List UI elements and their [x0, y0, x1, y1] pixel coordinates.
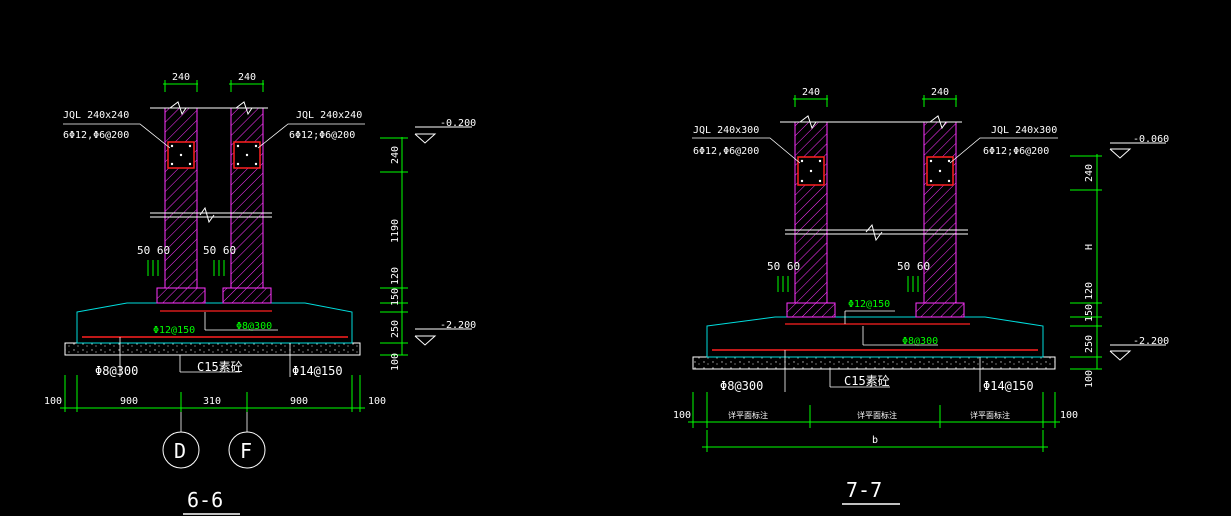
wall-left-7	[794, 121, 828, 304]
wall-base-right-7	[915, 302, 965, 318]
bottom-dim-6-4: 100	[368, 396, 386, 407]
bottom-dim-7-3: 详平面标注	[970, 410, 1010, 420]
section-6-6: 240 240 JQL 240x240 6Φ12,Φ6@200 JQL 240x…	[44, 72, 476, 515]
dim-150-7: 150	[1084, 304, 1095, 322]
section-title-7-7: 7-7	[846, 478, 882, 502]
bottom-dim-6-2: 310	[203, 396, 221, 407]
dim-150-6: 150	[390, 288, 401, 306]
concrete-label-6: C15素砼	[197, 360, 243, 374]
gravel-bed	[64, 342, 361, 356]
beam-left-rebar-7: 6Φ12,Φ6@200	[693, 146, 759, 157]
wall-right	[230, 107, 264, 289]
wall-left	[164, 107, 198, 289]
dim-240-7: 240	[1084, 164, 1095, 182]
axis-label-f: F	[240, 439, 252, 463]
rebar-mid-7: Φ8@300	[902, 336, 938, 347]
footing-outline	[76, 302, 353, 344]
offset-left-7: 50 60	[767, 260, 800, 273]
bottom-dim-6-0: 100	[44, 396, 62, 407]
rebar-bottom-right-6: Φ14@150	[292, 364, 343, 378]
beam-right-name-7: JQL 240x300	[991, 125, 1057, 136]
dim-120-6: 120	[390, 267, 401, 285]
wall-base-right	[222, 287, 272, 304]
wall-base-left-7	[786, 302, 836, 318]
section-7-7: 240 240 JQL 240x300 6Φ12,Φ6@200 JQL 240x…	[673, 87, 1169, 505]
dim-250-6: 250	[390, 320, 401, 338]
section-title-6-6: 6-6	[187, 488, 223, 512]
dim-120-7: 120	[1084, 282, 1095, 300]
bottom-dim-7-2: 详平面标注	[857, 410, 897, 420]
overall-dim-b: b	[872, 435, 878, 446]
dim-100-7: 100	[1084, 370, 1095, 388]
elevation-top-7: -0.060	[1133, 134, 1169, 145]
dim-250-7: 250	[1084, 335, 1095, 353]
beam-left-name-6: JQL 240x240	[63, 110, 129, 121]
axis-bubble-d	[162, 431, 200, 469]
axis-label-d: D	[174, 439, 186, 463]
beam-right-rebar-7: 6Φ12;Φ6@200	[983, 146, 1049, 157]
rebar-bottom-left-7: Φ8@300	[720, 379, 763, 393]
gravel-bed-7	[692, 356, 1056, 370]
rebar-mid-6: Φ8@300	[236, 321, 272, 332]
dim-1190-6: 1190	[390, 219, 401, 243]
wall-base-left	[156, 287, 206, 304]
bottom-dim-7-4: 100	[1060, 410, 1078, 421]
axis-bubble-f	[228, 431, 266, 469]
rebar-top-6: Φ12@150	[153, 325, 195, 336]
dim-h-7: H	[1084, 244, 1095, 250]
bottom-dim-6-1: 900	[120, 396, 138, 407]
offset-right-7: 50 60	[897, 260, 930, 273]
rebar-bottom-left-6: Φ8@300	[95, 364, 138, 378]
beam-left-rebar-6: 6Φ12,Φ6@200	[63, 130, 129, 141]
bottom-dim-7-0: 100	[673, 410, 691, 421]
beam-right-rebar-6: 6Φ12;Φ6@200	[289, 130, 355, 141]
elevation-bottom-7: -2.200	[1133, 336, 1169, 347]
wall-right-7	[923, 121, 957, 304]
footing-outline-7	[706, 316, 1044, 358]
bottom-dim-6-3: 900	[290, 396, 308, 407]
wall-width-left-7: 240	[802, 87, 820, 98]
rebar-bottom-right-7: Φ14@150	[983, 379, 1034, 393]
dim-240-6: 240	[390, 146, 401, 164]
beam-right-name-6: JQL 240x240	[296, 110, 362, 121]
concrete-label-7: C15素砼	[844, 374, 890, 388]
dim-100-6: 100	[390, 353, 401, 371]
wall-width-right-7: 240	[931, 87, 949, 98]
bottom-dim-7-1: 详平面标注	[728, 410, 768, 420]
offset-right-6: 50 60	[203, 244, 236, 257]
elevation-bottom-6: -2.200	[440, 320, 476, 331]
wall-width-left-6: 240	[172, 72, 190, 83]
beam-left-name-7: JQL 240x300	[693, 125, 759, 136]
wall-width-right-6: 240	[238, 72, 256, 83]
rebar-top-7: Φ12@150	[848, 299, 890, 310]
offset-left-6: 50 60	[137, 244, 170, 257]
elevation-top-6: -0.200	[440, 118, 476, 129]
